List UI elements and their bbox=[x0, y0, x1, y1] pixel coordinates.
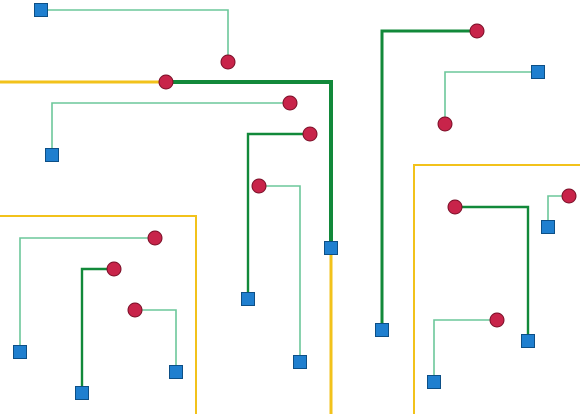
circle-node bbox=[437, 116, 453, 132]
square-node bbox=[375, 323, 389, 337]
square-node bbox=[427, 375, 441, 389]
square-node bbox=[541, 220, 555, 234]
wire-right-box-bottom bbox=[433, 319, 497, 382]
circle-node bbox=[147, 230, 163, 246]
circle-node bbox=[302, 126, 318, 142]
wire-center-left bbox=[246, 132, 310, 299]
wire-left-box-outer bbox=[19, 237, 155, 352]
connectors bbox=[19, 9, 569, 393]
square-node bbox=[293, 355, 307, 369]
circle-node bbox=[489, 312, 505, 328]
circle-node bbox=[282, 95, 298, 111]
square-node bbox=[75, 386, 89, 400]
wire-main-thick bbox=[166, 80, 333, 248]
wire-center-middle bbox=[259, 185, 301, 362]
boundaries bbox=[0, 80, 580, 414]
square-node bbox=[531, 65, 545, 79]
square-nodes bbox=[13, 3, 555, 400]
square-node bbox=[34, 3, 48, 17]
wire-left-box-inner bbox=[135, 309, 177, 372]
square-node bbox=[324, 241, 338, 255]
wire-upper-right bbox=[444, 71, 538, 124]
wire-center-right-tall bbox=[380, 29, 477, 330]
wire-left-box-middle bbox=[80, 267, 114, 393]
circle-node bbox=[220, 54, 236, 70]
circle-node bbox=[447, 199, 463, 215]
circle-node bbox=[469, 23, 485, 39]
circle-node bbox=[106, 261, 122, 277]
wire-top-left bbox=[41, 9, 229, 62]
circle-node bbox=[251, 178, 267, 194]
wire-right-box-main bbox=[455, 205, 530, 341]
square-node bbox=[13, 345, 27, 359]
circle-nodes bbox=[106, 23, 577, 328]
square-node bbox=[45, 148, 59, 162]
boundary-right-box bbox=[413, 164, 580, 414]
circle-node bbox=[127, 302, 143, 318]
wire-upper-left bbox=[51, 102, 290, 155]
square-node bbox=[169, 365, 183, 379]
square-node bbox=[241, 292, 255, 306]
circle-node bbox=[561, 188, 577, 204]
circle-node bbox=[158, 74, 174, 90]
boundary-left-box bbox=[0, 215, 197, 414]
square-node bbox=[521, 334, 535, 348]
